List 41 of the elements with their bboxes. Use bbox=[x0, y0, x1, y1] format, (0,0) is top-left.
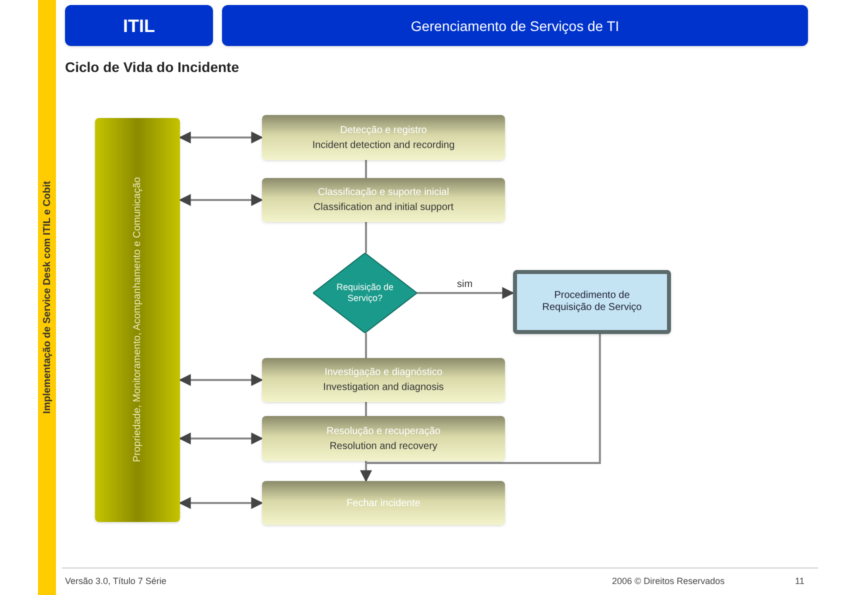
heading: Ciclo de Vida do Incidente bbox=[65, 58, 239, 77]
box-subtext: Resolution and recovery bbox=[330, 440, 438, 454]
ownership-bar bbox=[95, 118, 180, 522]
header-band bbox=[222, 5, 808, 46]
connector bbox=[365, 160, 367, 178]
box-text: Procedimento de Requisição de Serviço bbox=[541, 290, 643, 314]
page-number: 11 bbox=[795, 575, 804, 588]
footer-text: 2006 © Direitos Reservados bbox=[612, 575, 725, 588]
process-box bbox=[262, 358, 505, 402]
header-text: Gerenciamento de Serviços de TI bbox=[410, 16, 620, 36]
connector bbox=[365, 222, 367, 253]
process-box bbox=[262, 178, 505, 222]
box-heading: Classificação e suporte inicial bbox=[318, 186, 450, 200]
process-box bbox=[262, 115, 505, 160]
connector bbox=[178, 132, 264, 144]
decision-diamond bbox=[313, 253, 417, 333]
header-band bbox=[65, 5, 213, 46]
box-subtext: Investigation and diagnosis bbox=[323, 381, 444, 395]
box-subtext: Classification and initial support bbox=[313, 201, 454, 215]
side-strip bbox=[38, 0, 56, 595]
bar-text: Propriedade, Monitoramento, Acompanhamento e Comunicação bbox=[131, 177, 144, 463]
connector bbox=[417, 287, 514, 299]
box-heading: Fechar incidente bbox=[346, 496, 420, 510]
box-heading: Detecção e registro bbox=[340, 124, 427, 138]
process-box bbox=[513, 270, 671, 334]
connector bbox=[178, 497, 264, 509]
footer-text: Versão 3.0, Título 7 Série bbox=[65, 575, 166, 588]
side-strip-text: Implementação de Service Desk com ITIL e Cobit bbox=[40, 181, 54, 414]
box-subtext: Incident detection and recording bbox=[312, 138, 455, 152]
connector bbox=[365, 333, 367, 358]
process-box bbox=[262, 481, 505, 525]
decision-text: Requisição de Serviço? bbox=[335, 282, 395, 304]
connector bbox=[365, 402, 367, 416]
connector bbox=[360, 334, 601, 482]
box-heading: Resolução e recuperação bbox=[326, 424, 440, 438]
connector bbox=[178, 374, 264, 386]
connector bbox=[178, 432, 264, 444]
box-heading: Investigação e diagnóstico bbox=[324, 366, 442, 380]
connector bbox=[178, 194, 264, 206]
header-text: ITIL bbox=[123, 14, 155, 38]
process-box bbox=[262, 416, 505, 461]
